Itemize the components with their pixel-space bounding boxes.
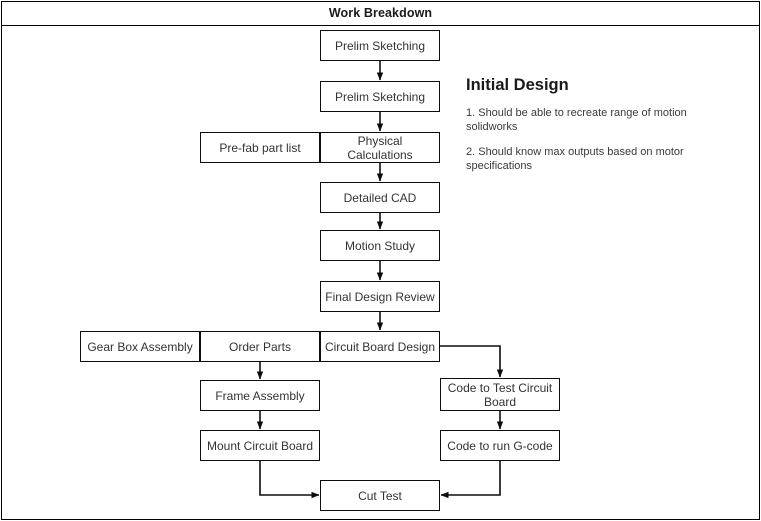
page-title: Work Breakdown [328,6,433,20]
node-label: Code to run G-code [447,438,553,453]
node-prelim-sketching-1[interactable]: Prelim Sketching [320,30,440,61]
node-detailed-cad[interactable]: Detailed CAD [320,182,440,213]
node-label: Pre-fab part list [219,140,301,155]
node-label: Prelim Sketching [334,89,426,104]
node-label: Motion Study [344,238,416,253]
node-label: Code to Test Circuit Board [447,380,553,409]
node-circuit-board-design[interactable]: Circuit Board Design [320,331,440,362]
node-label: Circuit Board Design [324,339,436,354]
node-label: Frame Assembly [215,388,305,403]
node-label: Prelim Sketching [334,38,426,53]
note-item-2: 2. Should know max outputs based on moto… [466,146,684,172]
node-label: Final Design Review [325,289,435,304]
node-order-parts[interactable]: Order Parts [200,331,320,362]
node-label: Order Parts [228,339,291,354]
node-label: Gear Box Assembly [87,339,193,354]
notes-heading: Initial Design [466,76,569,94]
node-label: Mount Circuit Board [206,438,314,453]
node-motion-study[interactable]: Motion Study [320,230,440,261]
node-cut-test[interactable]: Cut Test [320,480,440,511]
title-bar: Work Breakdown [1,1,760,26]
node-prelim-sketching-2[interactable]: Prelim Sketching [320,81,440,112]
node-code-to-run-g-code[interactable]: Code to run G-code [440,430,560,461]
node-label: Detailed CAD [343,190,417,205]
note-item-1: 1. Should be able to recreate range of m… [466,107,687,133]
notes-panel: Initial Design 1. Should be able to recr… [466,76,704,184]
node-gear-box-assembly[interactable]: Gear Box Assembly [80,331,200,362]
node-mount-circuit-board[interactable]: Mount Circuit Board [200,430,320,461]
node-pre-fab-part-list[interactable]: Pre-fab part list [200,132,320,163]
node-physical-calculations[interactable]: Physical Calculations [320,132,440,163]
node-label: Physical Calculations [347,133,413,162]
node-final-design-review[interactable]: Final Design Review [320,281,440,312]
node-label: Cut Test [358,488,402,503]
node-code-to-test-circuit-board[interactable]: Code to Test Circuit Board [440,378,560,411]
node-frame-assembly[interactable]: Frame Assembly [200,380,320,411]
